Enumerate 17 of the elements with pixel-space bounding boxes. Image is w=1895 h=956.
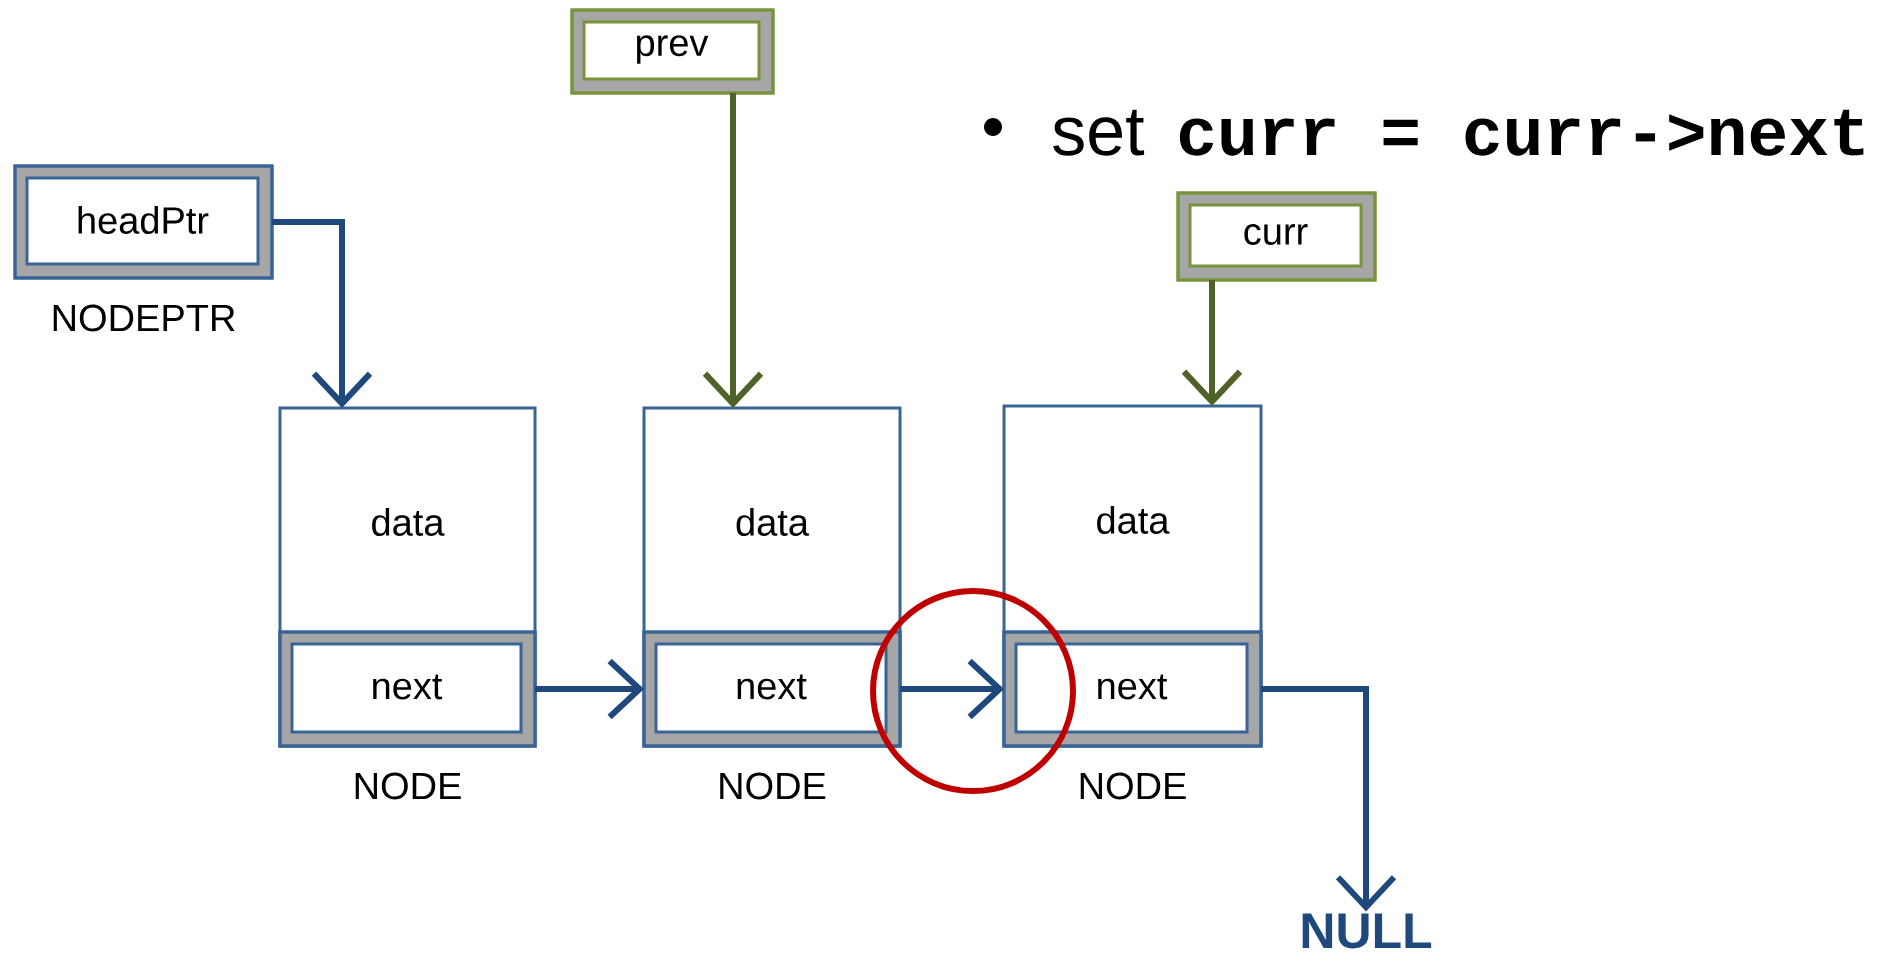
node-caption: NODEPTR xyxy=(53,304,235,332)
arrow xyxy=(702,93,764,408)
pointer-box: prev xyxy=(570,8,775,95)
node-caption: NODE xyxy=(355,772,461,800)
pointer-box: curr xyxy=(1176,191,1377,282)
null-text: NULL xyxy=(1302,913,1432,949)
node-caption: NODE xyxy=(720,772,826,800)
next-field-box: next xyxy=(278,630,537,748)
arrow xyxy=(1261,686,1397,912)
code-text: curr = curr->next xyxy=(1179,109,1864,156)
next-field-box: next xyxy=(1002,630,1263,748)
next-field-box: next xyxy=(642,630,902,748)
text: set xyxy=(1053,109,1145,156)
arrow xyxy=(1181,280,1243,406)
arrow xyxy=(272,219,373,408)
node-caption: NODE xyxy=(1080,772,1186,800)
pointer-box: headPtr xyxy=(13,164,274,280)
